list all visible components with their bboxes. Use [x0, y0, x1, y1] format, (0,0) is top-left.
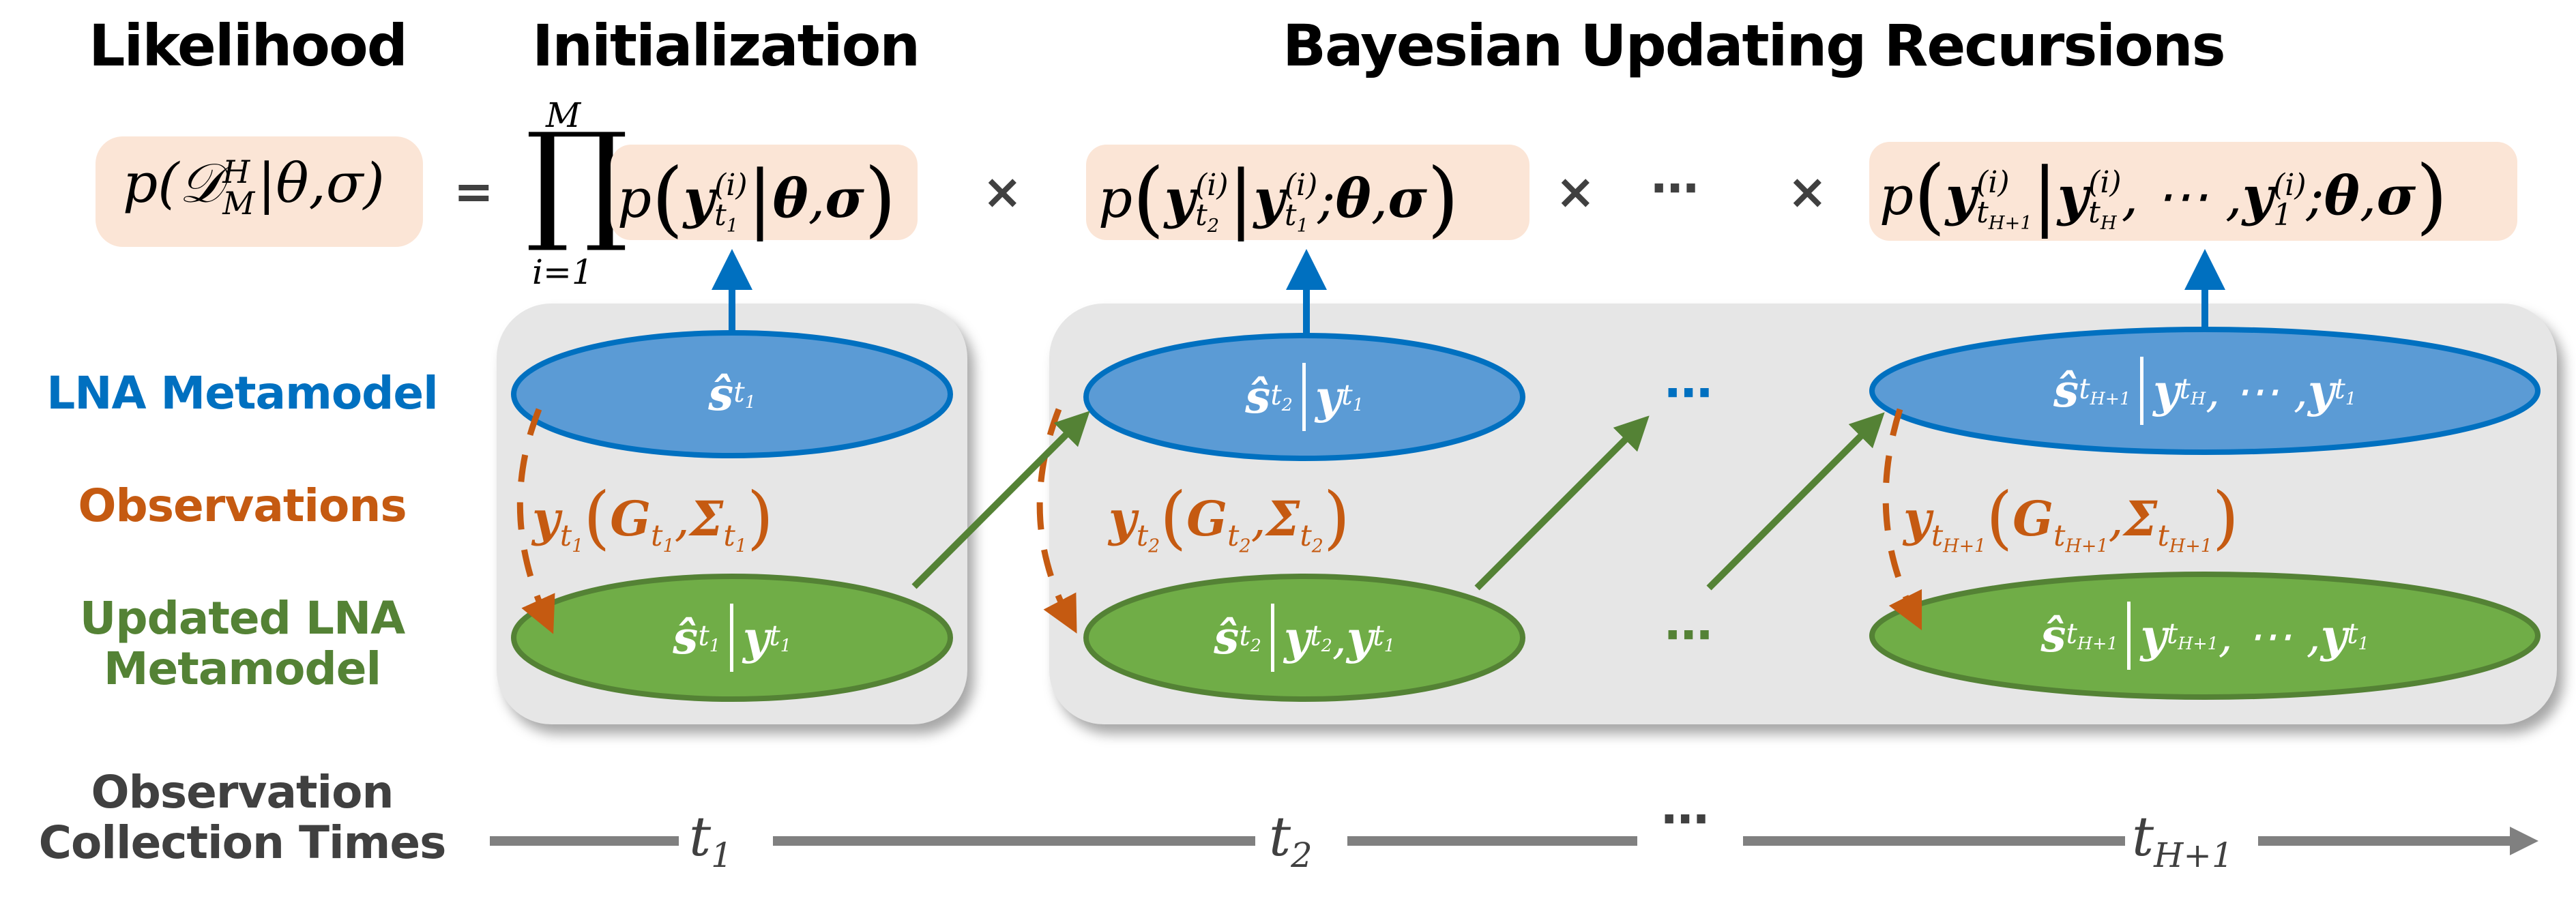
- green-arrow-dots-to-tH: [1706, 412, 1885, 591]
- timeline-label-t2: t2: [1269, 805, 1313, 875]
- row-label-lna-metamodel: LNA Metamodel: [46, 367, 439, 419]
- posterior-row-ellipsis: ⋯: [1665, 607, 1712, 663]
- row-label-times-line1: Observation: [91, 766, 394, 818]
- term2-box: [1086, 145, 1530, 240]
- term2-formula: p(y(i)t2|y(i)t1;θ,σ): [1098, 151, 1459, 246]
- row-label-times-line2: Collection Times: [38, 816, 447, 869]
- row-label-updated-lna-metamodel: Updated LNA Metamodel: [7, 593, 478, 694]
- times-sign-3: ×: [1787, 164, 1828, 220]
- orange-dashed-arrow-t1: [516, 408, 555, 634]
- row-label-updated-line2: Metamodel: [103, 642, 381, 695]
- orange-dashed-arrow-t2: [1036, 408, 1077, 634]
- heading-initialization: Initialization: [532, 12, 920, 79]
- term3-formula: p(y(i)tH+1|y(i)tH, ⋯ ,y(i)1;θ,σ): [1879, 149, 2448, 243]
- row-label-observation-collection-times: Observation Collection Times: [0, 767, 484, 868]
- equation-ellipsis: ⋯: [1651, 160, 1699, 216]
- node-tH-prior: [1869, 327, 2541, 455]
- heading-likelihood: Likelihood: [89, 12, 408, 79]
- likelihood-lhs-box: [96, 136, 423, 247]
- term1-formula: p(y(i)t1|θ,σ): [617, 151, 896, 246]
- row-label-observations: Observations: [78, 479, 407, 532]
- node-t2-posterior: [1083, 574, 1525, 702]
- heading-bayesian-updating: Bayesian Updating Recursions: [1283, 12, 2226, 79]
- timeline-label-tH: tH+1: [2132, 805, 2234, 875]
- node-tH-posterior: [1869, 572, 2541, 700]
- product-lower-limit: i=1: [532, 252, 594, 292]
- equals-sign: =: [454, 164, 494, 220]
- observation-tH: ytH+1(GtH+1,ΣtH+1): [1903, 477, 2239, 557]
- observation-t2: yt2(Gt2,Σt2): [1109, 477, 1350, 557]
- term3-box: [1869, 142, 2517, 241]
- observation-t1: yt1(Gt1,Σt1): [532, 477, 774, 557]
- times-sign-2: ×: [1555, 164, 1596, 220]
- green-arrow-t2-to-dots: [1474, 415, 1650, 591]
- times-sign-1: ×: [982, 164, 1023, 220]
- node-init-prior: [511, 330, 953, 458]
- timeline-label-t1: t1: [689, 805, 733, 875]
- prior-row-ellipsis: ⋯: [1665, 365, 1712, 421]
- timeline-ellipsis: ⋯: [1661, 791, 1709, 847]
- row-label-updated-line1: Updated LNA: [79, 592, 406, 645]
- orange-dashed-arrow-tH: [1882, 408, 1922, 631]
- green-arrow-t1-to-t2: [911, 411, 1090, 589]
- product-upper-limit: M: [546, 95, 581, 135]
- term1-box: [611, 145, 918, 240]
